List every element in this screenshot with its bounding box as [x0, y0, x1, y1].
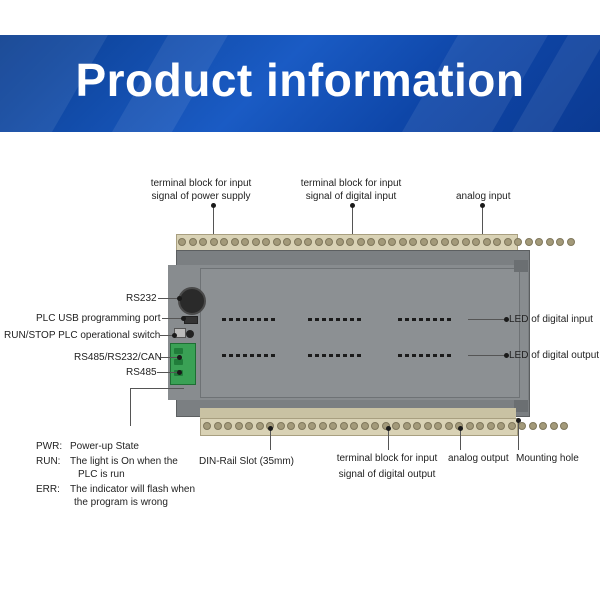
- label-analog-input: analog input: [456, 191, 511, 202]
- legend-run-key: RUN:: [36, 456, 61, 467]
- leader-line: [518, 420, 519, 450]
- led-row-digital-output-1: [222, 354, 275, 357]
- leader-line: [468, 355, 508, 356]
- legend-line: the program is wrong: [74, 497, 168, 508]
- leader-line: [482, 206, 483, 244]
- leader-dot: [504, 353, 509, 358]
- leader-line: [468, 319, 508, 320]
- led-row-digital-input-1: [222, 318, 275, 321]
- leader-line: [158, 298, 180, 299]
- leader-dot: [458, 426, 463, 431]
- mounting-ear: [514, 260, 528, 272]
- label-line: signal of digital input: [305, 191, 397, 202]
- top-terminal-screws: [178, 238, 577, 246]
- leader-line: [352, 206, 353, 244]
- label-led-digital-output: LED of digital output: [509, 350, 600, 361]
- legend-line: The indicator will flash when: [70, 484, 196, 495]
- leader-line: [130, 388, 184, 389]
- leader-dot: [516, 418, 521, 423]
- plc-cover: [200, 268, 520, 398]
- usb-port: [184, 316, 198, 324]
- label-mounting-hole: Mounting hole: [516, 453, 579, 464]
- legend-line: The light is On when the: [70, 456, 178, 467]
- legend-pwr-key: PWR:: [36, 441, 63, 452]
- leader-line: [162, 318, 184, 319]
- legend-run-value: The light is On when the PLC is run: [70, 455, 178, 481]
- legend-err-key: ERR:: [36, 484, 60, 495]
- leader-dot: [386, 426, 391, 431]
- leader-line: [130, 388, 131, 426]
- label-line: terminal block for input: [300, 178, 402, 189]
- leader-dot: [211, 203, 216, 208]
- leader-line: [157, 372, 179, 373]
- label-led-digital-input: LED of digital input: [509, 314, 593, 325]
- header-banner: Product information: [0, 35, 600, 132]
- legend-line: PLC is run: [78, 469, 125, 480]
- label-digital-output-terminal: terminal block for input signal of digit…: [332, 452, 442, 481]
- leader-dot: [181, 316, 186, 321]
- leader-line: [388, 428, 389, 450]
- label-analog-output: analog output: [448, 453, 509, 464]
- leader-line: [159, 357, 179, 358]
- leader-line: [270, 428, 271, 450]
- rs485-terminal-connector: [170, 343, 196, 385]
- leader-line: [213, 206, 214, 244]
- bottom-terminal-numbering: [200, 408, 516, 418]
- label-line: terminal block for input: [336, 453, 438, 464]
- led-row-digital-output-3: [398, 354, 451, 357]
- label-line: signal of digital output: [338, 469, 436, 480]
- label-rs232: RS232: [126, 293, 157, 304]
- led-row-digital-input-3: [398, 318, 451, 321]
- led-row-digital-input-2: [308, 318, 361, 321]
- label-rs485: RS485: [126, 367, 157, 378]
- leader-dot: [480, 203, 485, 208]
- leader-dot: [177, 296, 182, 301]
- status-indicator: [186, 330, 194, 338]
- mounting-ear: [514, 400, 528, 412]
- label-digital-input-terminal: terminal block for input signal of digit…: [296, 177, 406, 203]
- leader-dot: [177, 370, 182, 375]
- leader-line: [460, 428, 461, 450]
- leader-dot: [172, 333, 177, 338]
- leader-dot: [268, 426, 273, 431]
- rs232-port: [178, 287, 206, 315]
- label-rs485-combo: RS485/RS232/CAN: [74, 352, 162, 363]
- label-usb-port: PLC USB programming port: [36, 313, 161, 324]
- leader-dot: [177, 355, 182, 360]
- label-line: signal of power supply: [151, 191, 251, 202]
- page-title: Product information: [75, 54, 525, 106]
- leader-dot: [504, 317, 509, 322]
- label-line: terminal block for input: [150, 178, 252, 189]
- label-run-stop-switch: RUN/STOP PLC operational switch: [4, 330, 161, 341]
- label-din-rail: DIN-Rail Slot (35mm): [199, 456, 295, 467]
- leader-dot: [350, 203, 355, 208]
- legend-pwr-value: Power-up State: [70, 441, 139, 452]
- leader-line: [160, 335, 174, 336]
- legend-err-value: The indicator will flash when the progra…: [70, 483, 195, 509]
- led-row-digital-output-2: [308, 354, 361, 357]
- bottom-terminal-screws: [203, 422, 571, 430]
- label-power-supply-terminal: terminal block for input signal of power…: [146, 177, 256, 203]
